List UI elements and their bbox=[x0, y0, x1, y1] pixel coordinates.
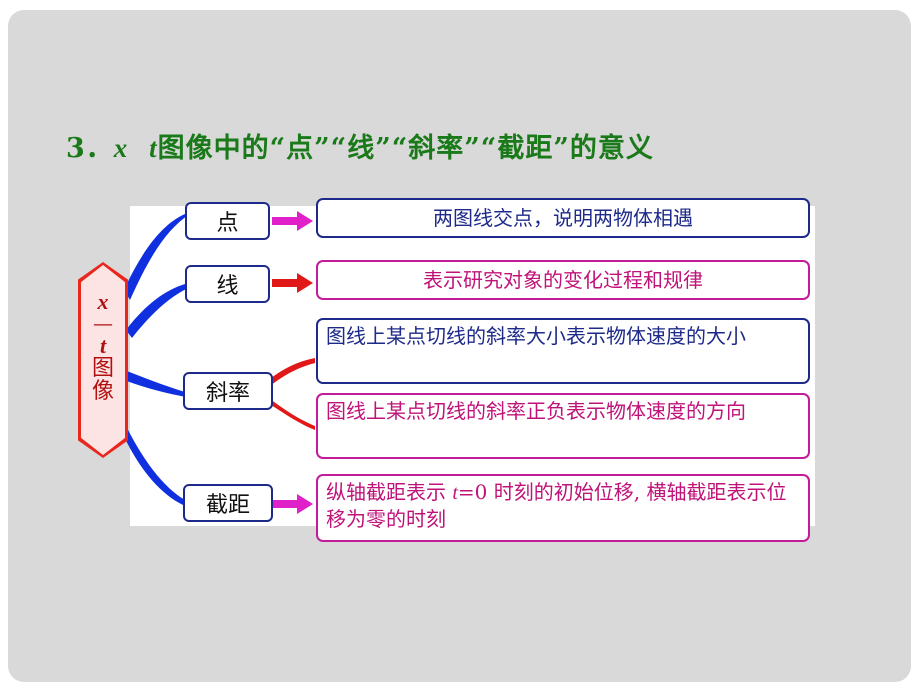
root-label: x — t 图 像 bbox=[80, 290, 126, 403]
root-hexagon bbox=[78, 262, 128, 458]
title-text: 图像中的“点”“线”“斜率”“截距”的意义 bbox=[157, 133, 654, 164]
meaning-intercept-box: 纵轴截距表示 t=0 时刻的初始位移, 横轴截距表示位移为零的时刻 bbox=[316, 474, 810, 542]
title-var-x: x bbox=[113, 133, 129, 163]
branch-to-intercept bbox=[120, 418, 185, 505]
title-prefix: 3． bbox=[66, 133, 114, 164]
arrow-point bbox=[272, 211, 313, 231]
root-var-t: t bbox=[99, 333, 107, 359]
root-var-x: x bbox=[97, 289, 109, 314]
meaning-line-box: 表示研究对象的变化过程和规律 bbox=[316, 260, 810, 300]
node-slope: 斜率 bbox=[183, 372, 273, 410]
node-point: 点 bbox=[185, 202, 270, 240]
intercept-var-t: t bbox=[452, 482, 458, 504]
branch-to-slope bbox=[124, 370, 186, 397]
branch-to-point bbox=[124, 214, 190, 300]
intercept-text-post: =0 时刻的初始位移, 横轴截距表示位移为零的时刻 bbox=[326, 480, 787, 531]
meaning-slope-magnitude-box: 图线上某点切线的斜率大小表示物体速度的大小 bbox=[316, 318, 810, 384]
slide-title: 3．x t图像中的“点”“线”“斜率”“截距”的意义 bbox=[66, 126, 654, 165]
node-intercept: 截距 bbox=[183, 484, 273, 522]
node-line: 线 bbox=[185, 265, 270, 303]
arrow-intercept bbox=[272, 494, 313, 514]
intercept-text-pre: 纵轴截距表示 bbox=[326, 480, 453, 504]
title-var-t: t bbox=[149, 133, 158, 163]
branch-to-line bbox=[126, 284, 188, 338]
arrow-line bbox=[272, 273, 313, 293]
meaning-slope-sign-box: 图线上某点切线的斜率正负表示物体速度的方向 bbox=[316, 393, 810, 459]
meaning-point-box: 两图线交点，说明两物体相遇 bbox=[316, 198, 810, 238]
root-char-2: 像 bbox=[91, 379, 114, 405]
root-char-1: 图 bbox=[91, 356, 114, 382]
root-dash: — bbox=[93, 311, 113, 336]
